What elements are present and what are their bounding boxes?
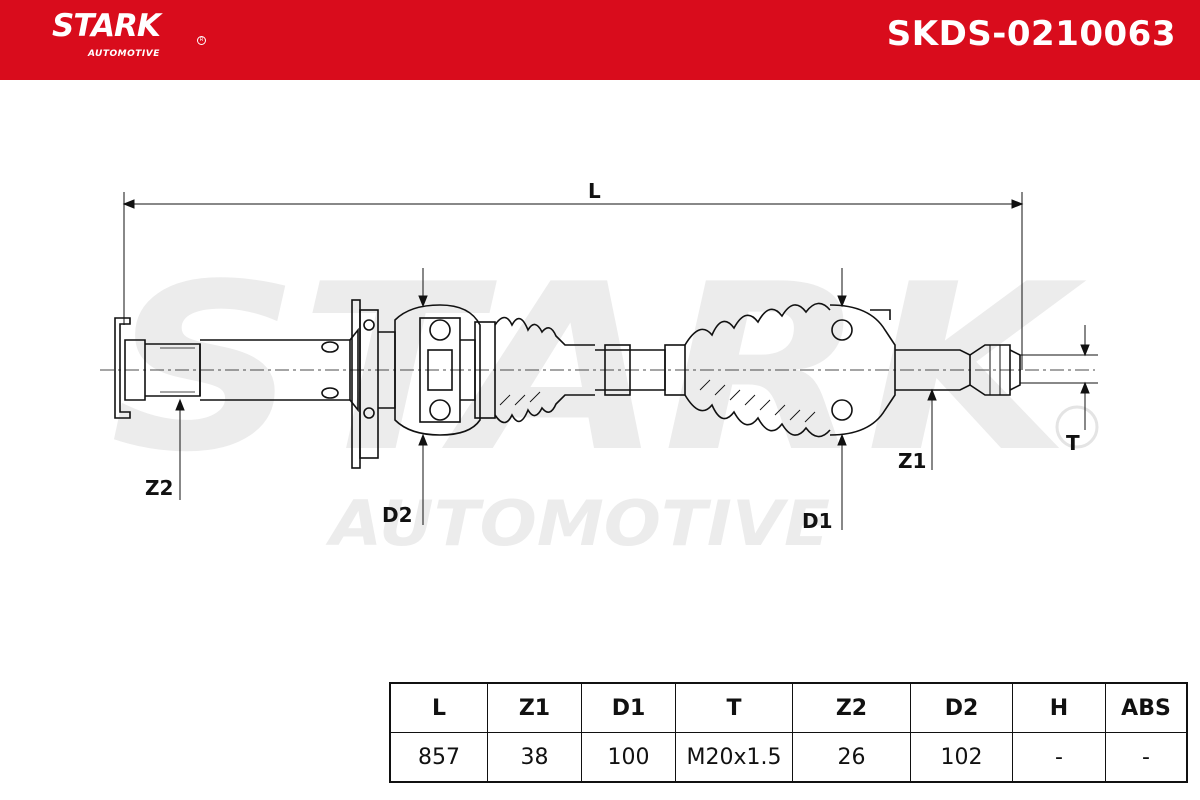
dimension-label-t: T	[1066, 431, 1080, 455]
header-bar: STARK R AUTOMOTIVE SKDS-0210063	[0, 0, 1200, 80]
table-cell: 100	[581, 732, 676, 783]
table-cell: 38	[487, 732, 582, 783]
drive-shaft-diagram: STARK AUTOMOTIVE	[100, 179, 1099, 560]
table-header-cell: H	[1012, 682, 1106, 733]
watermark-registered-icon	[1055, 405, 1099, 449]
table-row: 857 38 100 M20x1.5 26 102 - -	[389, 732, 1188, 783]
dimension-label-d1: D1	[802, 509, 833, 533]
table-header-cell: Z1	[487, 682, 582, 733]
specification-table: L Z1 D1 T Z2 D2 H ABS 857 38 100 M20x1.5…	[389, 682, 1188, 783]
watermark-subtext: AUTOMOTIVE	[325, 487, 830, 560]
dimension-z2	[175, 398, 185, 500]
dimension-l	[122, 192, 1024, 370]
dimension-t	[1020, 325, 1098, 430]
table-header-cell: Z2	[792, 682, 911, 733]
hatching	[499, 379, 816, 423]
table-header-cell: D1	[581, 682, 676, 733]
watermark: STARK AUTOMOTIVE	[110, 236, 1099, 560]
dimension-d1	[837, 268, 847, 530]
dimension-z1	[927, 388, 937, 470]
brand-logo-subtext: AUTOMOTIVE	[88, 49, 160, 59]
dimension-label-d2: D2	[382, 503, 413, 527]
dimension-label-z2: Z2	[145, 476, 173, 500]
table-header-row: L Z1 D1 T Z2 D2 H ABS	[389, 682, 1188, 733]
table-header-cell: D2	[910, 682, 1013, 733]
dimension-label-l: L	[588, 179, 601, 203]
table-header-cell: L	[389, 682, 488, 733]
table-header-cell: ABS	[1105, 682, 1188, 733]
part-number: SKDS-0210063	[886, 14, 1176, 54]
watermark-logo: STARK	[110, 236, 1087, 503]
table-cell: -	[1012, 732, 1106, 783]
dimension-label-z1: Z1	[898, 449, 926, 473]
table-cell: -	[1105, 732, 1188, 783]
table-cell: 26	[792, 732, 911, 783]
dimension-d2	[418, 268, 428, 525]
brand-logo: STARK	[52, 8, 161, 44]
table-cell: 102	[910, 732, 1013, 783]
table-cell: 857	[389, 732, 488, 783]
table-header-cell: T	[675, 682, 793, 733]
registered-mark-icon: R	[197, 36, 206, 45]
table-cell: M20x1.5	[675, 732, 793, 783]
